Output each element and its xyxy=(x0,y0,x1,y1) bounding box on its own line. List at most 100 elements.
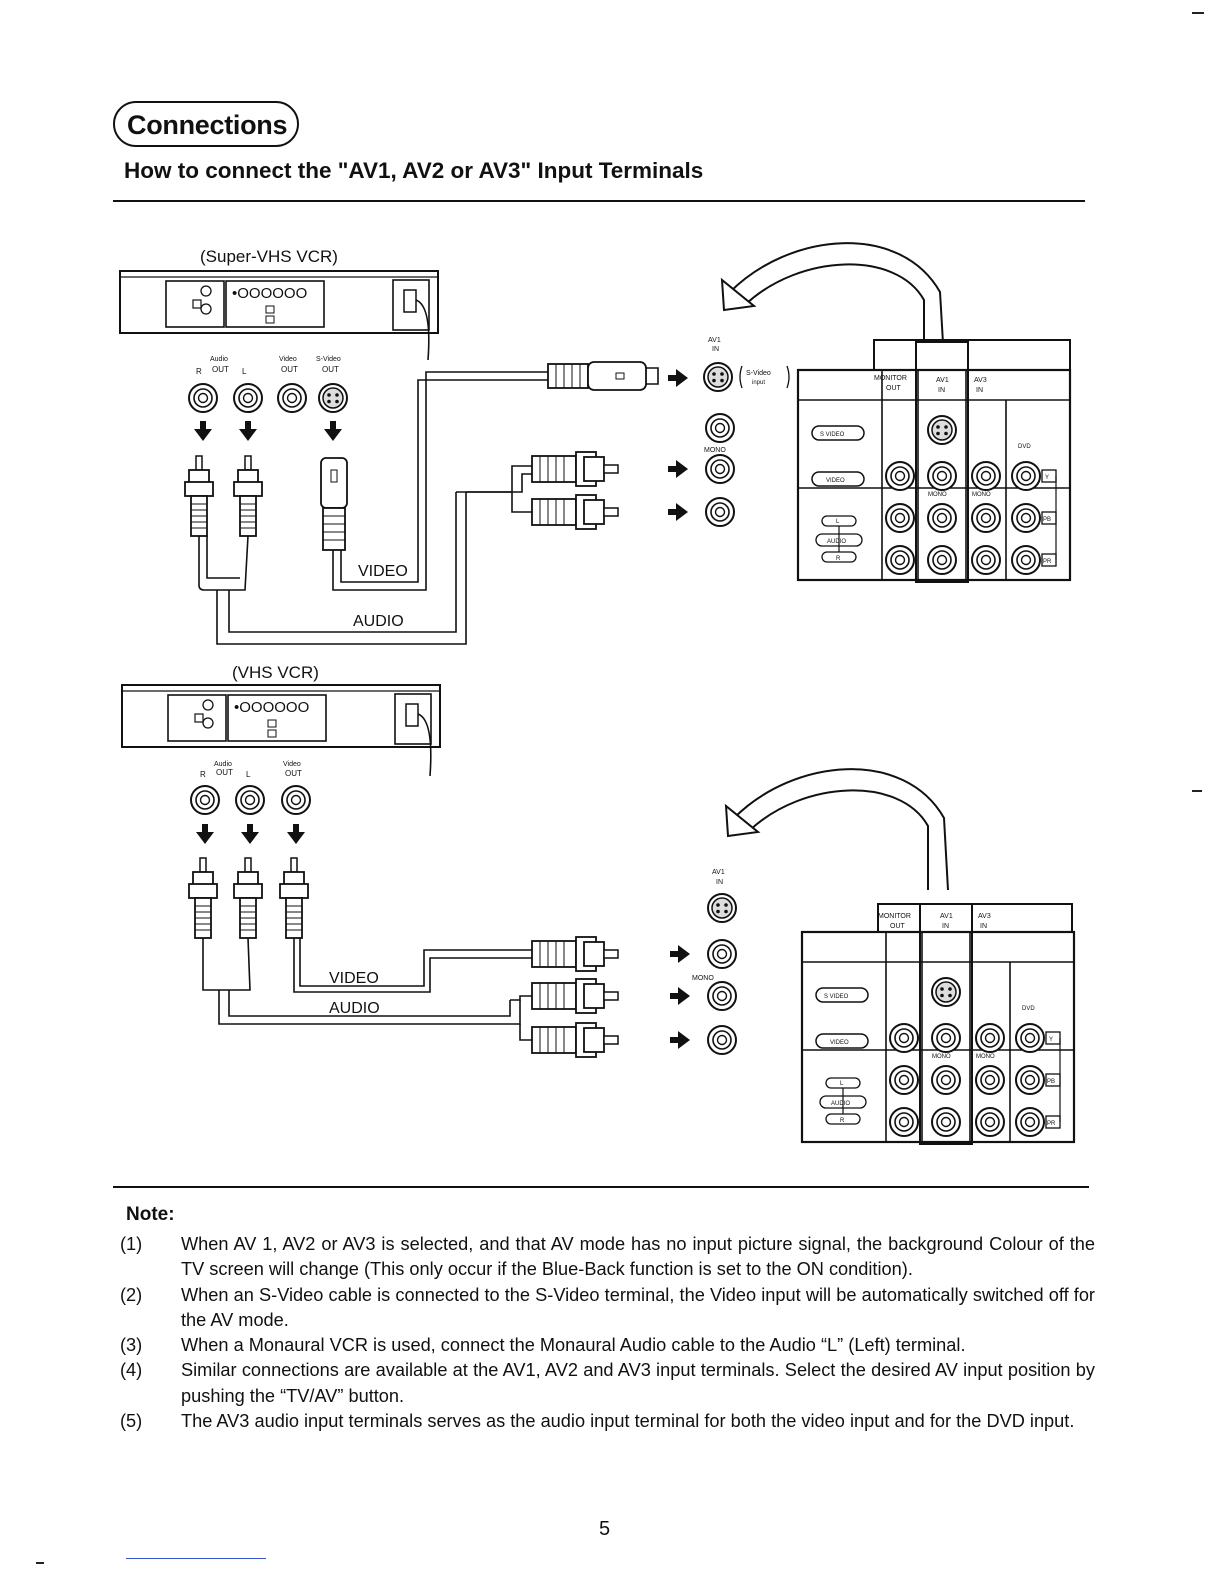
note-item: (4)Similar connections are available at … xyxy=(120,1360,1095,1406)
svg-text:AV3: AV3 xyxy=(978,913,991,920)
vcr2-video-jack xyxy=(281,785,311,815)
svg-text:MONO: MONO xyxy=(976,1054,995,1060)
note-title: Note: xyxy=(126,1204,175,1225)
margin-mark xyxy=(36,1562,44,1564)
page-heading: How to connect the "AV1, AV2 or AV3" Inp… xyxy=(124,158,704,183)
diagram-vhs: (VHS VCR) •OOOOOO Audio R OUT L Video OU… xyxy=(121,663,1074,1144)
svg-text:DVD: DVD xyxy=(1022,1006,1035,1012)
svg-text:•OOOOOO: •OOOOOO xyxy=(232,285,307,302)
tv-terminal-panel-1: MONITOR OUT AV1 IN AV3 IN S VIDEO VIDEO … xyxy=(798,339,1070,582)
svg-text:L: L xyxy=(242,367,247,376)
svg-text:MONO: MONO xyxy=(692,975,714,982)
vcr1-video-jack xyxy=(277,383,307,413)
svg-text:R: R xyxy=(196,367,202,376)
av1-audio-r-input-jack xyxy=(705,497,735,527)
svg-text:S-Video: S-Video xyxy=(316,356,341,363)
svg-text:PB: PB xyxy=(1047,1079,1055,1085)
svg-text:L: L xyxy=(840,1081,844,1087)
av1-video-input-jack-2 xyxy=(707,939,737,969)
svg-text:AUDIO: AUDIO xyxy=(831,1101,850,1107)
svg-text:AV1: AV1 xyxy=(936,377,949,384)
note-item: (5)The AV3 audio input terminals serves … xyxy=(120,1411,1075,1432)
heading-rule xyxy=(113,200,1085,202)
vhs-audio-cable-label: AUDIO xyxy=(329,1000,380,1017)
margin-mark xyxy=(1192,790,1202,792)
tv-terminal-panel-2: MONITOR OUT AV1 IN AV3 IN S VIDEO VIDEO … xyxy=(802,904,1074,1144)
svg-text:Video: Video xyxy=(283,761,301,768)
footer-line xyxy=(126,1558,266,1559)
svg-text:R: R xyxy=(200,770,206,779)
av1-video-input-jack xyxy=(705,413,735,443)
vhs-title: (VHS VCR) xyxy=(232,663,319,682)
svg-text:AUDIO: AUDIO xyxy=(827,539,846,545)
svg-text:R: R xyxy=(840,1118,845,1124)
svg-text:Video: Video xyxy=(279,356,297,363)
svhs-vcr xyxy=(119,270,439,334)
svg-text:S-Video: S-Video xyxy=(746,370,771,377)
svg-text:input: input xyxy=(752,380,765,386)
svg-text:VIDEO: VIDEO xyxy=(826,478,845,484)
svhs-audio-cable-label: AUDIO xyxy=(353,613,404,630)
page-number: 5 xyxy=(599,1518,611,1540)
av1-svideo-input-jack xyxy=(703,362,733,392)
svg-text:Y: Y xyxy=(1049,1037,1053,1043)
vcr1-audio-l-jack xyxy=(233,383,263,413)
svg-text:AV1: AV1 xyxy=(712,869,725,876)
svg-text:MONO: MONO xyxy=(928,492,947,498)
svg-text:PR: PR xyxy=(1047,1121,1056,1127)
vcr1-audio-r-jack xyxy=(188,383,218,413)
svhs-video-cable-label: VIDEO xyxy=(358,563,408,580)
note-item: (2)When an S-Video cable is connected to… xyxy=(120,1284,1095,1330)
note-item: (1)When AV 1, AV2 or AV3 is selected, an… xyxy=(120,1234,1095,1280)
diagram-super-vhs: (Super-VHS VCR) •OOOOOO Audio R OUT L Vi… xyxy=(119,242,1070,645)
svg-text:MONO: MONO xyxy=(972,492,991,498)
svg-text:DVD: DVD xyxy=(1018,444,1031,450)
svg-text:AV1: AV1 xyxy=(708,337,721,344)
svg-text:IN: IN xyxy=(712,346,719,353)
svg-text:OUT: OUT xyxy=(212,365,229,374)
svg-text:OUT: OUT xyxy=(886,385,902,392)
section-title-pill: Connections xyxy=(113,101,299,147)
notes-list: (1)When AV 1, AV2 or AV3 is selected, an… xyxy=(120,1232,1095,1434)
svg-text:PR: PR xyxy=(1043,559,1052,565)
notes-rule xyxy=(113,1186,1089,1188)
svg-text:L: L xyxy=(836,519,840,525)
av1-audio-r-input-jack-2 xyxy=(707,1025,737,1055)
vhs-video-cable-label: VIDEO xyxy=(329,970,379,987)
svg-text:Audio: Audio xyxy=(214,761,232,768)
svg-text:IN: IN xyxy=(938,387,945,394)
svg-text:Audio: Audio xyxy=(210,356,228,363)
vcr2-audio-l-jack xyxy=(235,785,265,815)
av1-svideo-input-jack-2 xyxy=(707,893,737,923)
svg-text:VIDEO: VIDEO xyxy=(830,1040,849,1046)
svg-text:MONITOR: MONITOR xyxy=(874,375,907,382)
svg-text:OUT: OUT xyxy=(890,923,906,930)
svg-text:AV3: AV3 xyxy=(974,377,987,384)
svg-text:R: R xyxy=(836,556,841,562)
svg-text:IN: IN xyxy=(976,387,983,394)
av1-audio-l-input-jack xyxy=(705,454,735,484)
svg-text:IN: IN xyxy=(942,923,949,930)
svg-text:S VIDEO: S VIDEO xyxy=(820,432,845,438)
vcr2-audio-r-jack xyxy=(190,785,220,815)
svg-text:MONO: MONO xyxy=(932,1054,951,1060)
svg-text:L: L xyxy=(246,770,251,779)
av1-audio-l-input-jack-2 xyxy=(707,981,737,1011)
svg-text:IN: IN xyxy=(980,923,987,930)
svg-text:•OOOOOO: •OOOOOO xyxy=(234,699,309,716)
svg-text:IN: IN xyxy=(716,879,723,886)
svg-text:MONITOR: MONITOR xyxy=(878,913,911,920)
vcr1-svideo-jack xyxy=(318,383,348,413)
note-item: (3)When a Monaural VCR is used, connect … xyxy=(120,1335,966,1356)
svg-text:OUT: OUT xyxy=(285,769,302,778)
svg-text:S VIDEO: S VIDEO xyxy=(824,994,849,1000)
svg-text:OUT: OUT xyxy=(216,768,233,777)
section-title: Connections xyxy=(127,110,288,140)
svg-text:OUT: OUT xyxy=(322,365,339,374)
svg-text:PB: PB xyxy=(1043,517,1051,523)
svhs-title: (Super-VHS VCR) xyxy=(200,247,338,266)
margin-mark xyxy=(1192,12,1204,14)
svg-text:MONO: MONO xyxy=(704,447,726,454)
svg-text:AV1: AV1 xyxy=(940,913,953,920)
